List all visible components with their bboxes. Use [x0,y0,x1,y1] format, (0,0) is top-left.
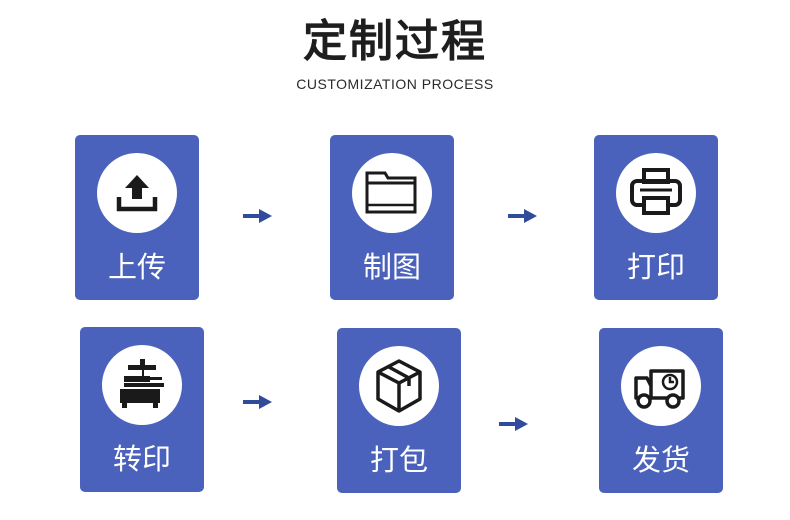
upload-icon [116,175,158,212]
arrow-right-icon [499,417,528,431]
step-label-drawing: 制图 [362,250,421,284]
printer-icon [630,168,682,215]
step-label-transfer: 转印 [112,442,171,476]
step-label-print: 打印 [626,250,685,284]
arrow-right-icon [243,395,272,409]
step-card-transfer: 转印 [80,327,204,492]
page-title: 定制过程 [303,16,487,67]
delivery-truck-icon [634,369,685,409]
arrow-right-icon [508,209,537,223]
page-subtitle: CUSTOMIZATION PROCESS [296,76,494,92]
step-card-upload: 上传 [75,135,199,300]
arrow-right-icon [243,209,272,223]
step-label-pack: 打包 [369,443,428,477]
step-card-print: 打印 [594,135,718,300]
heat-press-icon [120,359,164,408]
folder-icon [365,171,417,214]
step-label-ship: 发货 [631,443,690,477]
step-label-upload: 上传 [107,250,166,284]
step-card-ship: 发货 [599,328,723,493]
step-card-drawing: 制图 [330,135,454,300]
step-card-pack: 打包 [337,328,461,493]
package-box-icon [376,359,422,413]
